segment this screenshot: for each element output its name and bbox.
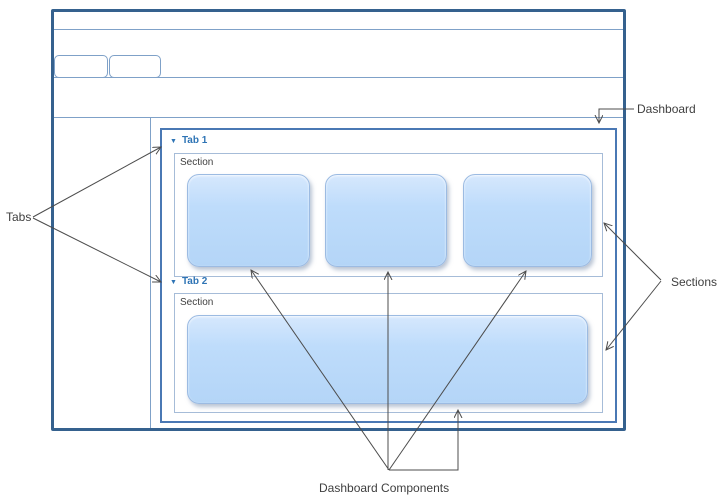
section-1-label: Section xyxy=(180,157,214,168)
toolbar-divider xyxy=(54,117,623,118)
tabs-annotation-label: Tabs xyxy=(6,210,32,224)
title-bar-divider xyxy=(54,29,623,30)
tab-1-header: ▼ Tab 1 xyxy=(170,136,207,146)
tab-2-header: ▼ Tab 2 xyxy=(170,277,207,287)
dashboard-component-wide xyxy=(187,315,588,404)
collapse-triangle-icon: ▼ xyxy=(170,137,177,145)
sidebar-divider xyxy=(150,117,151,428)
window-tab-left xyxy=(54,55,108,78)
section-2: Section xyxy=(174,293,603,413)
tab-2-label: Tab 2 xyxy=(181,276,208,287)
tab-1-label: Tab 1 xyxy=(181,135,208,146)
collapse-triangle-icon: ▼ xyxy=(170,278,177,286)
dashboard-component-2 xyxy=(325,174,447,267)
dashboard-frame: ▼ Tab 1 Section ▼ Tab 2 Section xyxy=(160,128,617,423)
tab-row-divider xyxy=(54,77,623,78)
components-annotation-label: Dashboard Components xyxy=(319,481,450,495)
dashboard-component-1 xyxy=(187,174,310,267)
section-2-label: Section xyxy=(180,297,214,308)
dashboard-component-3 xyxy=(463,174,592,267)
section-1: Section xyxy=(174,153,603,277)
dashboard-annotation-label: Dashboard xyxy=(637,102,696,116)
sections-annotation-label: Sections xyxy=(671,275,718,289)
window-tab-right xyxy=(109,55,161,78)
